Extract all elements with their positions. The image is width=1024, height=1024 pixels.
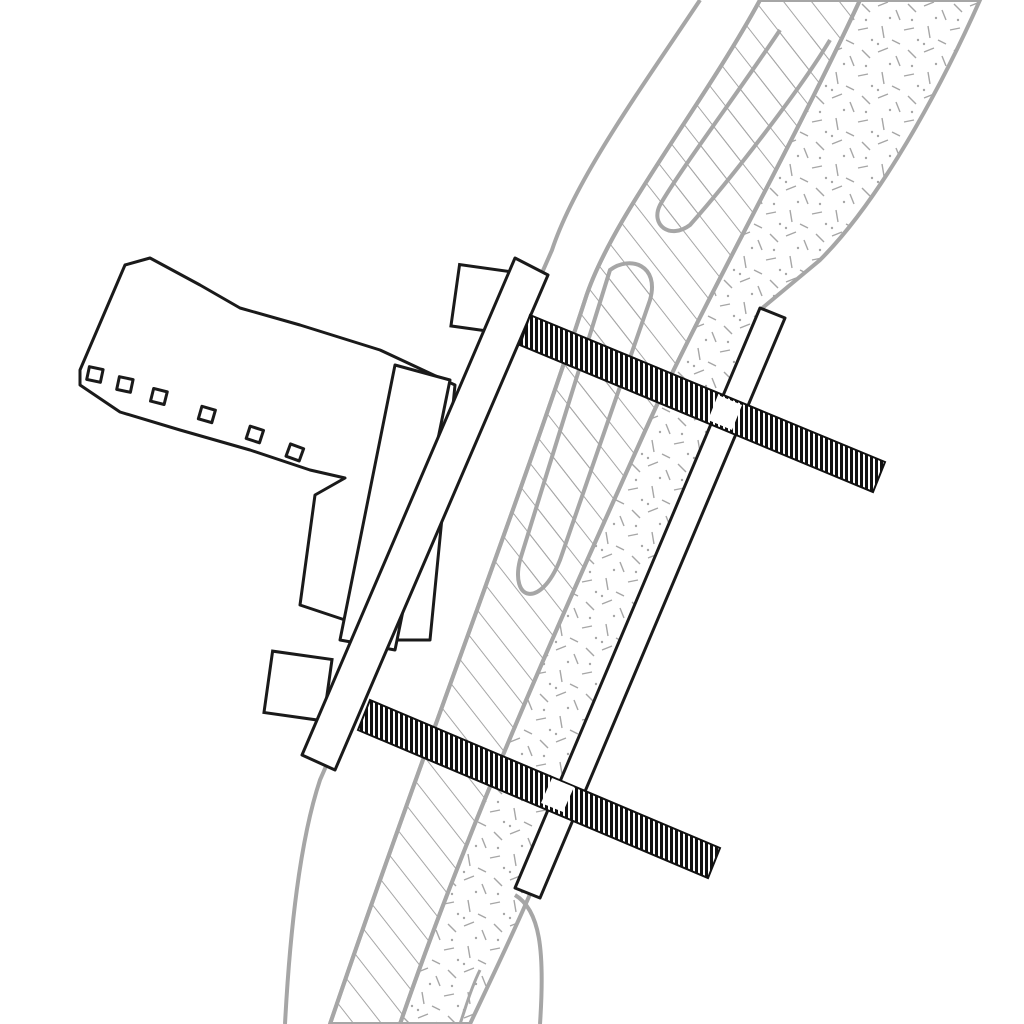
attachment-block (78, 256, 457, 652)
upper-threaded-rod (518, 313, 887, 494)
front-mounting-plate (262, 256, 550, 772)
lower-threaded-rod (356, 698, 722, 880)
attachment-teeth (85, 365, 306, 463)
rear-mounting-plate (513, 306, 787, 900)
